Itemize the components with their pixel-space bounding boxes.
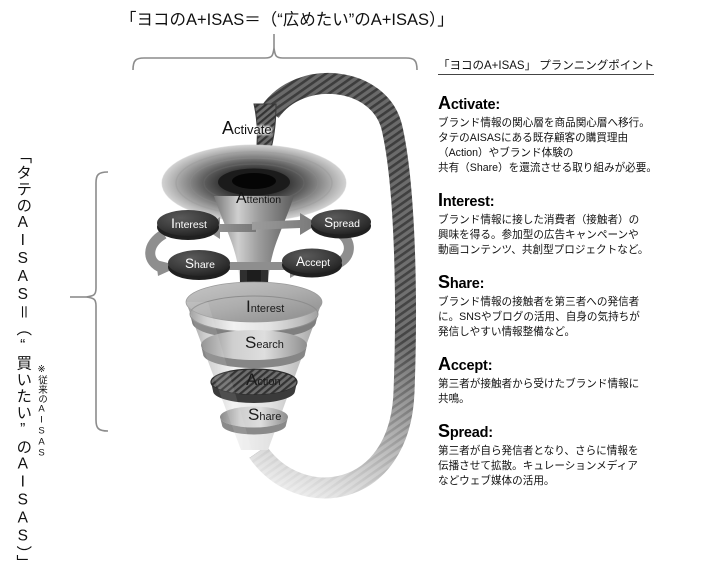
activate-label-cap: A xyxy=(222,118,235,138)
panel-block-accept-body: 第三者が接触者から受けたブランド情報に 共鳴。 xyxy=(438,378,640,406)
panel-block-spread-body: 第三者が自ら発信者となり、さらに情報を 伝播させて拡散。キュレーションメディア … xyxy=(438,445,639,488)
panel-block-share-rest: hare: xyxy=(449,276,485,293)
left-axis-note: ※従来のAISAS xyxy=(36,364,47,459)
node-label-share[interactable]: Share xyxy=(176,255,224,273)
node-label-spread-rest: pread xyxy=(333,218,360,230)
node-label-interest-cap: I xyxy=(171,216,175,231)
node-spread[interactable] xyxy=(311,209,371,239)
arrow-to-spread xyxy=(252,213,318,235)
attention-label-rest: ttention xyxy=(246,194,282,206)
panel-block-accept-title: Accept: xyxy=(438,354,716,375)
funnel-label-share-rest: hare xyxy=(259,411,282,423)
funnel-label-share-cap: S xyxy=(248,405,260,424)
node-label-share-cap: S xyxy=(184,256,194,271)
funnel-label-interest: Interest xyxy=(246,297,284,317)
panel-block-activate: Activate: ブランド情報の関心層を商品関心層へ移行。 タテのAISASに… xyxy=(438,93,716,176)
feedback-loop-arrow xyxy=(248,71,417,500)
planning-points-panel: 「ヨコのA+ISAS」 プランニングポイント Activate: ブランド情報の… xyxy=(438,56,716,503)
arrow-interest-to-share xyxy=(145,229,180,276)
diagram-graphics xyxy=(145,71,417,500)
diagram-canvas: 「ヨコのA+ISAS＝（“広めたい”のA+ISAS）」 「タテのAISAS＝（“… xyxy=(14,11,716,571)
funnel-band-share xyxy=(220,406,288,435)
funnel-label-action-rest: ction xyxy=(257,376,281,388)
panel-block-interest-cap: I xyxy=(438,190,443,211)
node-label-share-rest: hare xyxy=(194,259,216,271)
node-label-interest[interactable]: Interest xyxy=(163,215,215,233)
funnel-band-action xyxy=(210,368,298,403)
panel-block-accept: Accept: 第三者が接触者から受けたブランド情報に 共鳴。 xyxy=(438,354,716,407)
arrow-share-to-accept xyxy=(214,254,312,278)
node-interest[interactable] xyxy=(157,210,219,240)
node-share[interactable] xyxy=(168,250,230,280)
panel-block-spread-cap: S xyxy=(438,421,450,442)
attention-label-cap: A xyxy=(236,190,247,207)
node-label-accept-rest: ccept xyxy=(304,257,331,269)
panel-block-share-body: ブランド情報の接触者を第三者への発信者 に。SNSやブログの活用、自身の気持ちが… xyxy=(438,296,640,339)
panel-block-accept-cap: A xyxy=(438,354,451,375)
funnel-label-interest-cap: I xyxy=(246,297,251,316)
panel-block-interest: Interest: ブランド情報に接した消費者（接触者）の 興味を得る。参加型の… xyxy=(438,190,716,258)
panel-block-activate-body: ブランド情報の関心層を商品関心層へ移行。 タテのAISASにある既存顧客の購買理… xyxy=(438,117,657,175)
funnel-label-search-cap: S xyxy=(245,333,257,352)
panel-block-activate-rest: ctivate: xyxy=(450,97,500,113)
node-label-accept[interactable]: Accept xyxy=(288,253,338,271)
funnel-label-search: Search xyxy=(245,333,284,353)
panel-block-spread-rest: pread: xyxy=(449,425,493,442)
panel-block-activate-title: Activate: xyxy=(438,93,716,114)
panel-block-share: Share: ブランド情報の接触者を第三者への発信者 に。SNSやブログの活用、… xyxy=(438,272,716,340)
node-accept[interactable] xyxy=(282,248,342,278)
aisas-funnel xyxy=(185,281,323,450)
panel-block-interest-title: Interest: xyxy=(438,190,716,211)
funnel-label-search-rest: earch xyxy=(256,339,284,351)
node-label-accept-cap: A xyxy=(295,254,305,269)
panel-heading: 「ヨコのA+ISAS」 プランニングポイント xyxy=(438,57,655,75)
panel-block-spread: Spread: 第三者が自ら発信者となり、さらに情報を 伝播させて拡散。キュレー… xyxy=(438,421,716,489)
page-title: 「ヨコのA+ISAS＝（“広めたい”のA+ISAS）」 xyxy=(120,11,454,29)
funnel-band-search xyxy=(201,330,307,368)
panel-block-share-cap: S xyxy=(438,272,450,293)
node-label-interest-rest: nterest xyxy=(174,219,207,231)
panel-block-interest-rest: nterest: xyxy=(442,194,495,211)
panel-block-accept-rest: ccept: xyxy=(450,358,493,375)
node-label-spread-cap: S xyxy=(324,215,334,230)
left-axis-label: 「タテのAISAS＝（“買いたい”のAISAS）」 xyxy=(14,148,32,571)
funnel-label-share: Share xyxy=(248,405,281,425)
funnel-label-interest-rest: nterest xyxy=(250,303,285,315)
panel-block-activate-cap: A xyxy=(438,93,451,113)
panel-block-interest-body: ブランド情報に接した消費者（接触者）の 興味を得る。参加型の広告キャンペーンや … xyxy=(438,214,649,257)
panel-block-share-title: Share: xyxy=(438,272,716,293)
node-label-spread[interactable]: Spread xyxy=(317,214,367,232)
funnel-label-action-cap: A xyxy=(246,370,258,389)
activate-label-rest: ctivate xyxy=(234,122,272,137)
panel-block-spread-title: Spread: xyxy=(438,421,716,442)
activate-label: Activate xyxy=(222,118,272,139)
funnel-label-action: Action xyxy=(246,370,281,390)
attention-label: Attention xyxy=(236,190,281,208)
